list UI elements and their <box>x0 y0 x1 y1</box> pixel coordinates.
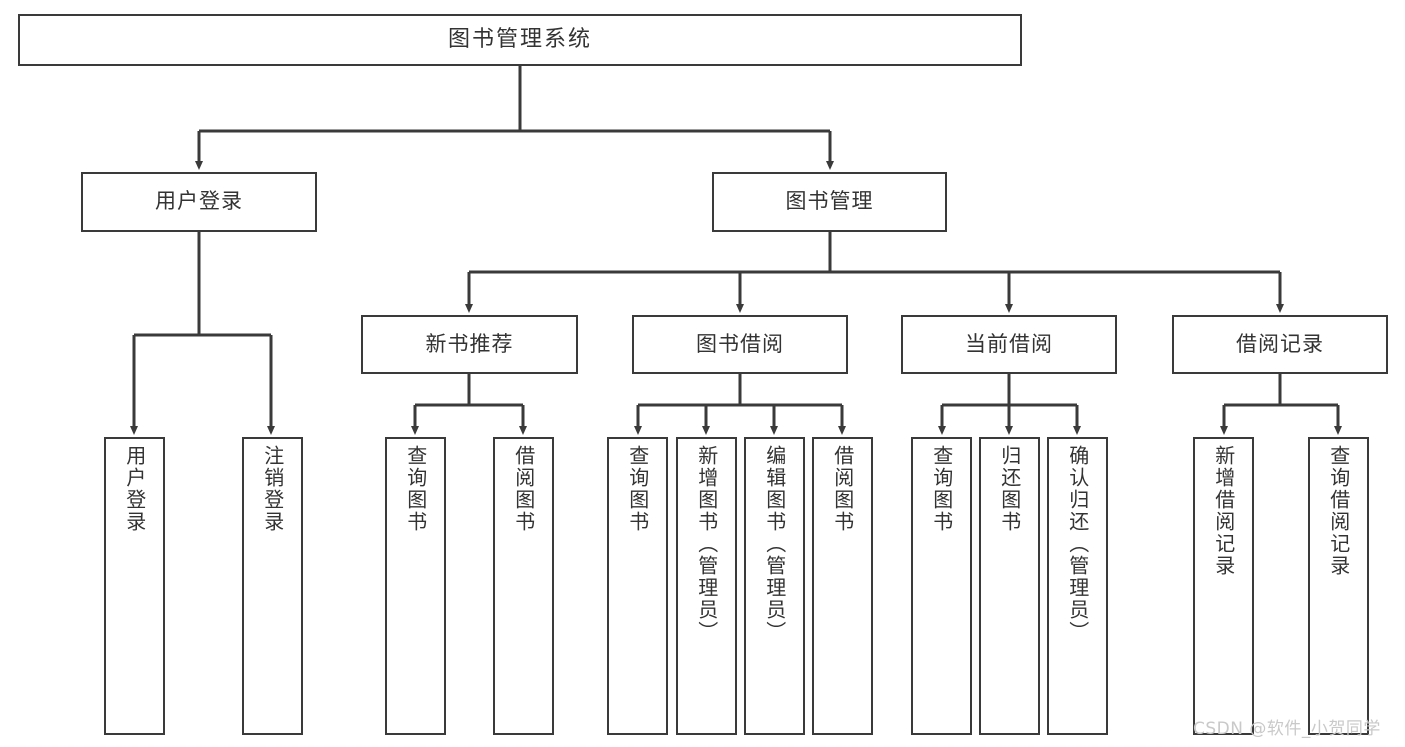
node-label: 新增借阅记录 <box>1211 445 1236 577</box>
node-label: 用户登录 <box>122 445 147 533</box>
node-leaf-user-login[interactable]: 用户登录 <box>104 437 165 735</box>
node-leaf-add-borrow-record[interactable]: 新增借阅记录 <box>1193 437 1254 735</box>
node-label: 图书管理系统 <box>447 26 592 52</box>
csdn-watermark: CSDN @软件_小贺同学 <box>1193 719 1381 739</box>
node-book-borrowing[interactable]: 图书借阅 <box>632 315 848 374</box>
node-leaf-borrow-books[interactable]: 借阅图书 <box>812 437 873 735</box>
node-user-login[interactable]: 用户登录 <box>81 172 317 232</box>
node-label: 借阅图书 <box>511 445 536 533</box>
node-leaf-query-borrow-record[interactable]: 查询借阅记录 <box>1308 437 1369 735</box>
node-leaf-query-books-current[interactable]: 查询图书 <box>911 437 972 735</box>
node-leaf-add-book-admin[interactable]: 新增图书（管理员） <box>676 437 737 735</box>
node-current-borrowing[interactable]: 当前借阅 <box>901 315 1117 374</box>
node-leaf-query-books-newbook[interactable]: 查询图书 <box>385 437 446 735</box>
node-borrowing-records[interactable]: 借阅记录 <box>1172 315 1388 374</box>
node-leaf-edit-book-admin[interactable]: 编辑图书（管理员） <box>744 437 805 735</box>
node-label: 查询图书 <box>625 445 650 533</box>
node-label: 新增图书（管理员） <box>694 445 719 643</box>
node-label: 用户登录 <box>155 189 243 214</box>
node-label: 编辑图书（管理员） <box>762 445 787 643</box>
node-label: 当前借阅 <box>965 331 1053 356</box>
node-label: 查询图书 <box>403 445 428 533</box>
node-label: 查询图书 <box>929 445 954 533</box>
node-label: 注销登录 <box>260 445 285 533</box>
node-label: 归还图书 <box>997 445 1022 533</box>
node-label: 图书管理 <box>785 189 874 214</box>
node-book-management[interactable]: 图书管理 <box>712 172 947 232</box>
node-label: 图书借阅 <box>696 331 784 356</box>
node-leaf-return-books[interactable]: 归还图书 <box>979 437 1040 735</box>
node-label: 确认归还（管理员） <box>1065 445 1090 643</box>
node-root-book-management-system[interactable]: 图书管理系统 <box>18 14 1022 66</box>
node-leaf-confirm-return-admin[interactable]: 确认归还（管理员） <box>1047 437 1108 735</box>
node-new-book-recommendation[interactable]: 新书推荐 <box>361 315 578 374</box>
node-label: 借阅图书 <box>830 445 855 533</box>
node-leaf-logout[interactable]: 注销登录 <box>242 437 303 735</box>
node-label: 借阅记录 <box>1236 331 1324 356</box>
node-label: 查询借阅记录 <box>1326 445 1351 577</box>
node-label: 新书推荐 <box>425 331 514 356</box>
node-leaf-query-books-borrow[interactable]: 查询图书 <box>607 437 668 735</box>
node-leaf-borrow-books-newbook[interactable]: 借阅图书 <box>493 437 554 735</box>
